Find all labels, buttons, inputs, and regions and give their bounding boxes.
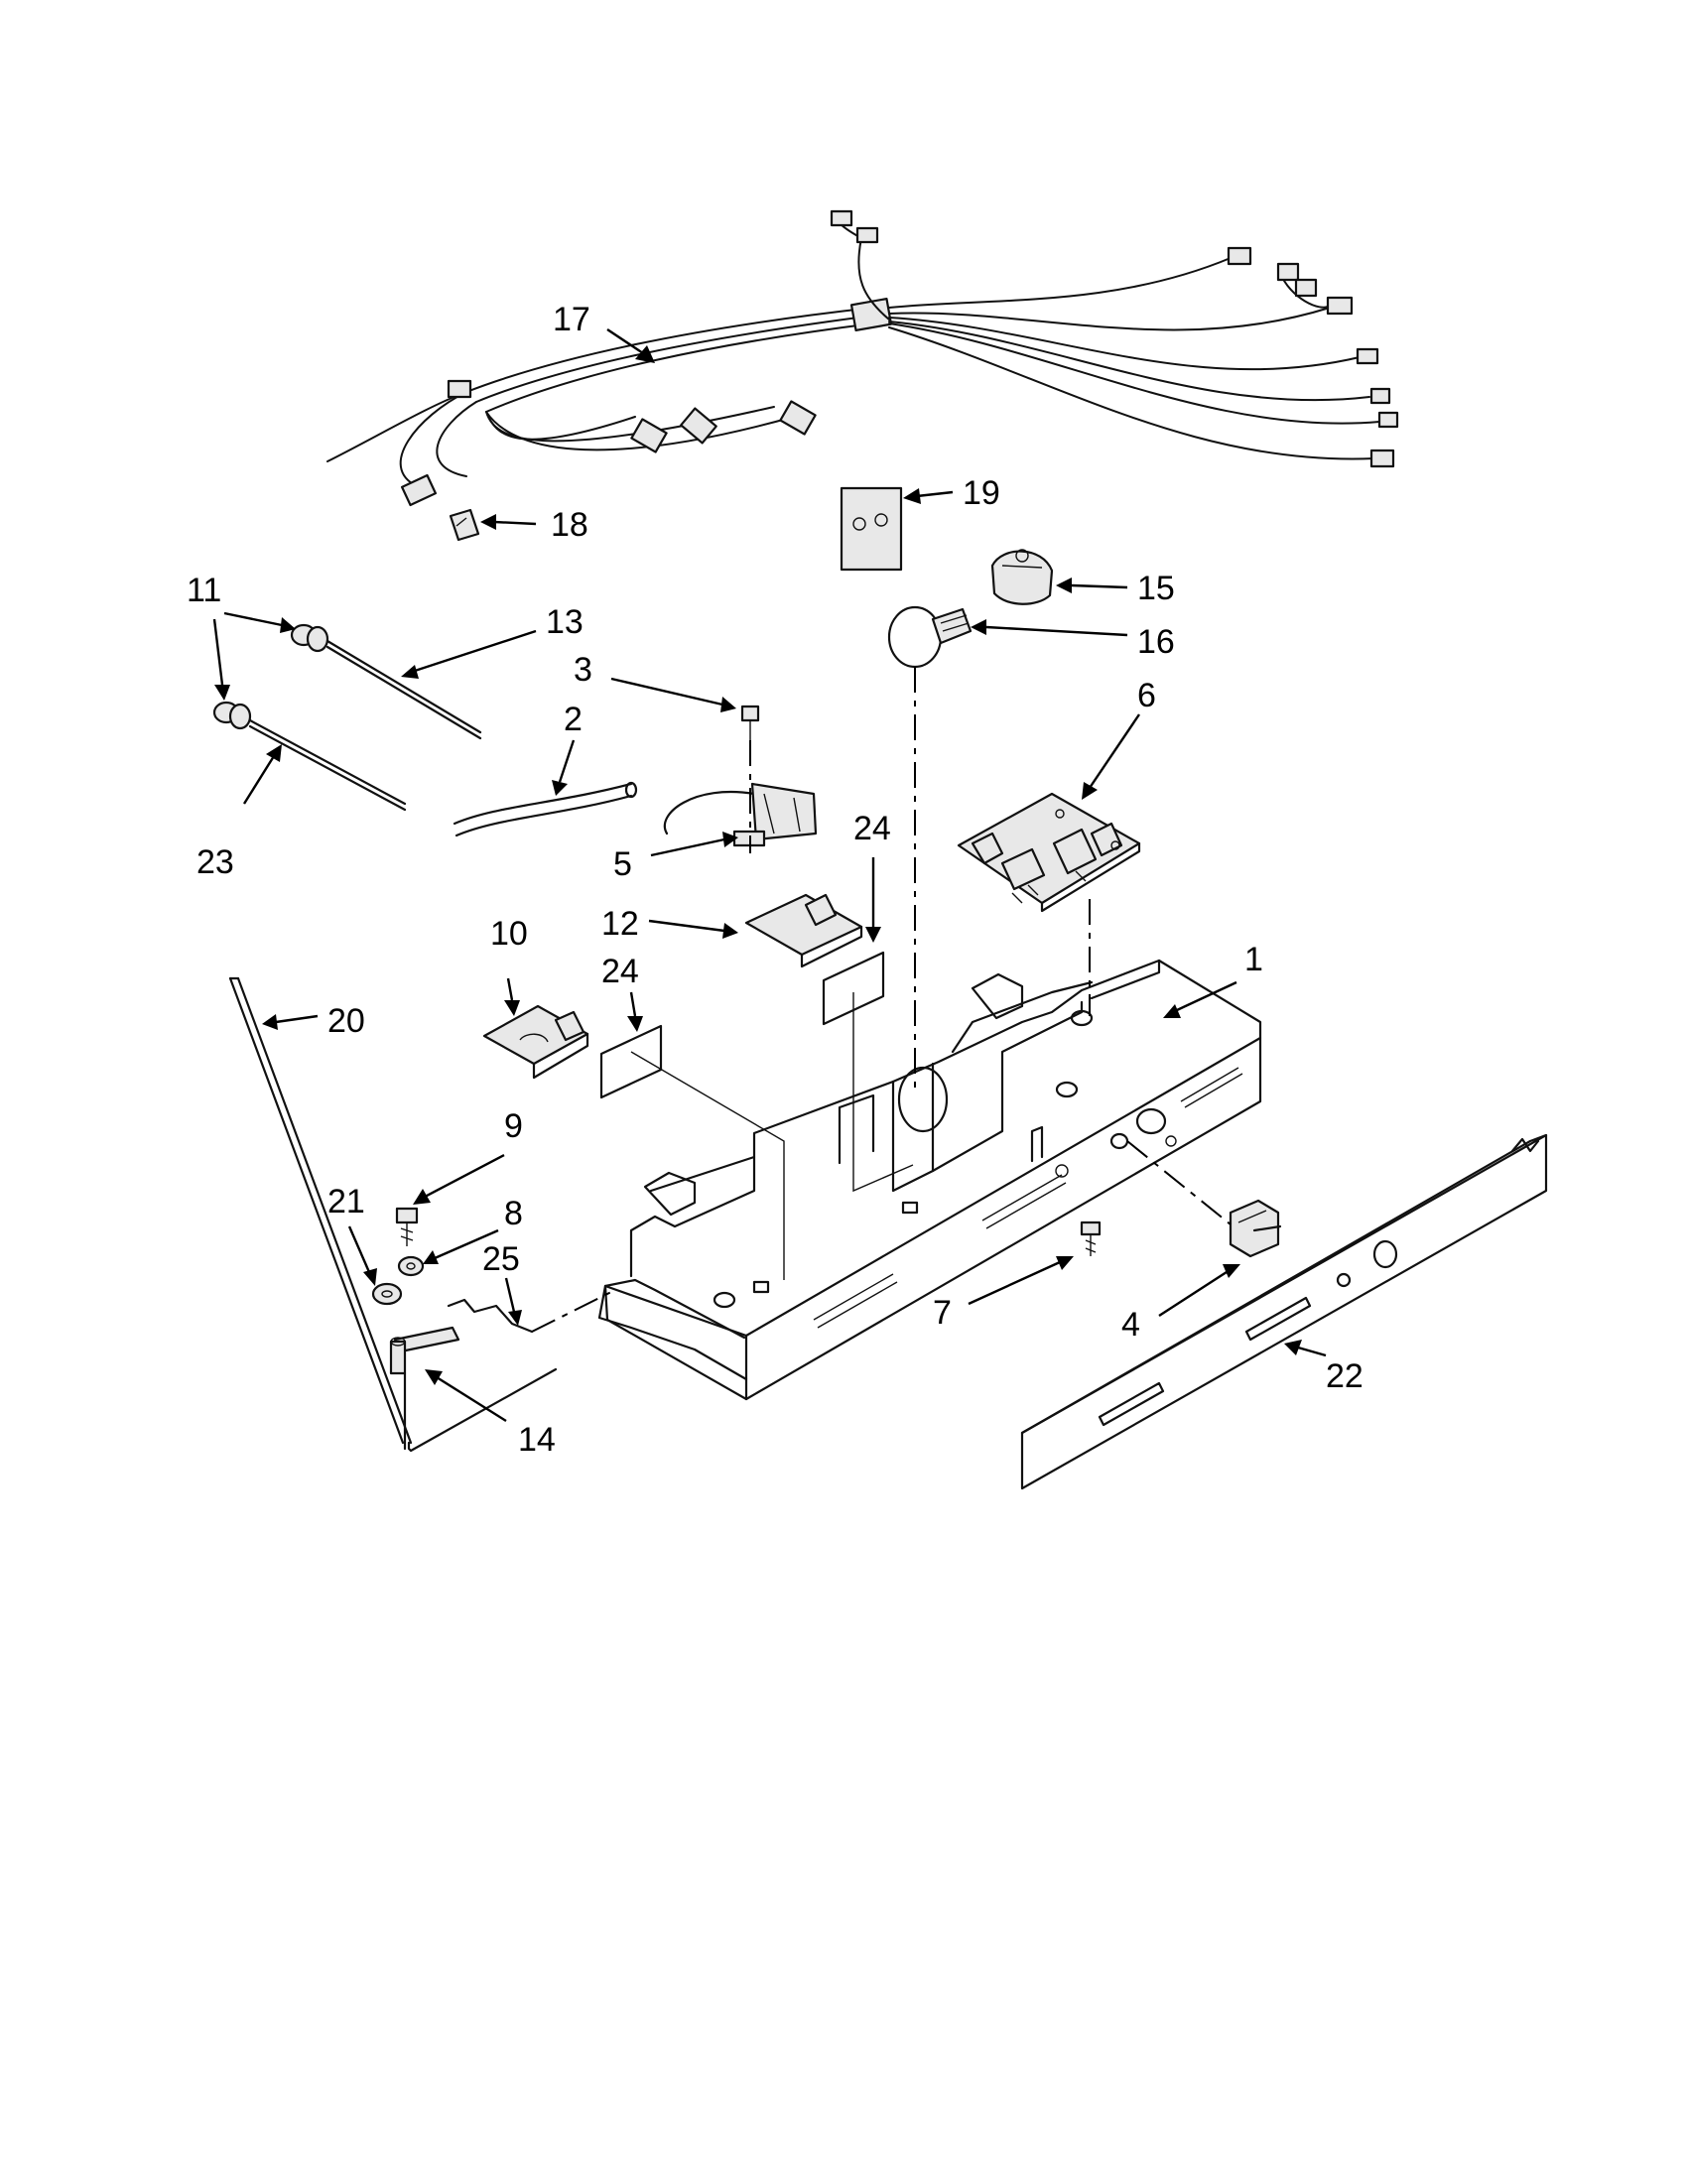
callout-6: 6 — [1137, 677, 1156, 714]
callout-12: 12 — [601, 905, 639, 943]
callout-23: 23 — [196, 843, 234, 881]
lamp-socket-part-15 — [990, 549, 1054, 605]
front-panel-part-22 — [1020, 1133, 1548, 1490]
callout-1: 1 — [1244, 941, 1263, 978]
screw-part-3 — [740, 705, 760, 740]
callout-16: 16 — [1137, 623, 1175, 661]
knob-part-11-lower — [212, 701, 252, 730]
control-board-part-6 — [957, 792, 1141, 913]
bracket-part-14 — [389, 1326, 460, 1375]
leader-arrows — [212, 328, 1327, 1423]
callout-3: 3 — [574, 651, 592, 689]
callout-18: 18 — [551, 506, 588, 544]
knob-part-11-upper — [290, 623, 329, 653]
spring-part-25 — [447, 1298, 534, 1334]
callout-labels: 17 18 19 15 16 11 13 3 2 6 23 5 24 10 12… — [187, 301, 1363, 1459]
callout-9: 9 — [504, 1107, 523, 1145]
callout-7: 7 — [933, 1294, 952, 1332]
bracket-part-12 — [744, 893, 863, 968]
washer-part-8 — [397, 1255, 425, 1277]
callout-2: 2 — [564, 701, 583, 738]
thermostat-part-5 — [663, 782, 818, 847]
label-part-24-right — [822, 951, 885, 1026]
assembly-lines — [403, 667, 1232, 1453]
callout-25: 25 — [482, 1240, 520, 1278]
callout-20: 20 — [327, 1002, 365, 1040]
callout-10: 10 — [490, 915, 528, 953]
callout-22: 22 — [1326, 1357, 1363, 1395]
wire-harness-part-17 — [326, 209, 1399, 507]
screw-part-7 — [1080, 1220, 1102, 1256]
shaft-part-13 — [325, 639, 482, 740]
insulation-pad-part-19 — [840, 486, 903, 572]
tube-part-2 — [453, 781, 638, 837]
control-housing-part-1 — [597, 959, 1262, 1401]
bracket-part-10 — [482, 1004, 589, 1080]
callout-15: 15 — [1137, 570, 1175, 607]
clip-part-18 — [449, 508, 480, 542]
callout-11: 11 — [187, 572, 221, 609]
light-bulb-part-16 — [887, 605, 973, 669]
callout-24-left: 24 — [601, 953, 639, 990]
callout-19: 19 — [963, 474, 1000, 512]
trim-strip-part-20 — [228, 976, 413, 1445]
shaft-part-23 — [248, 718, 407, 812]
callout-8: 8 — [504, 1195, 523, 1232]
callout-5: 5 — [613, 845, 632, 883]
callout-14: 14 — [518, 1421, 556, 1459]
callout-21: 21 — [327, 1183, 365, 1220]
washer-part-21 — [371, 1282, 403, 1306]
callout-4: 4 — [1121, 1306, 1140, 1344]
switch-part-4 — [1229, 1199, 1282, 1258]
label-part-24-left — [599, 1024, 663, 1099]
callout-17: 17 — [553, 301, 590, 338]
callout-24-right: 24 — [853, 810, 891, 847]
screw-part-9 — [395, 1207, 419, 1246]
callout-13: 13 — [546, 603, 584, 641]
